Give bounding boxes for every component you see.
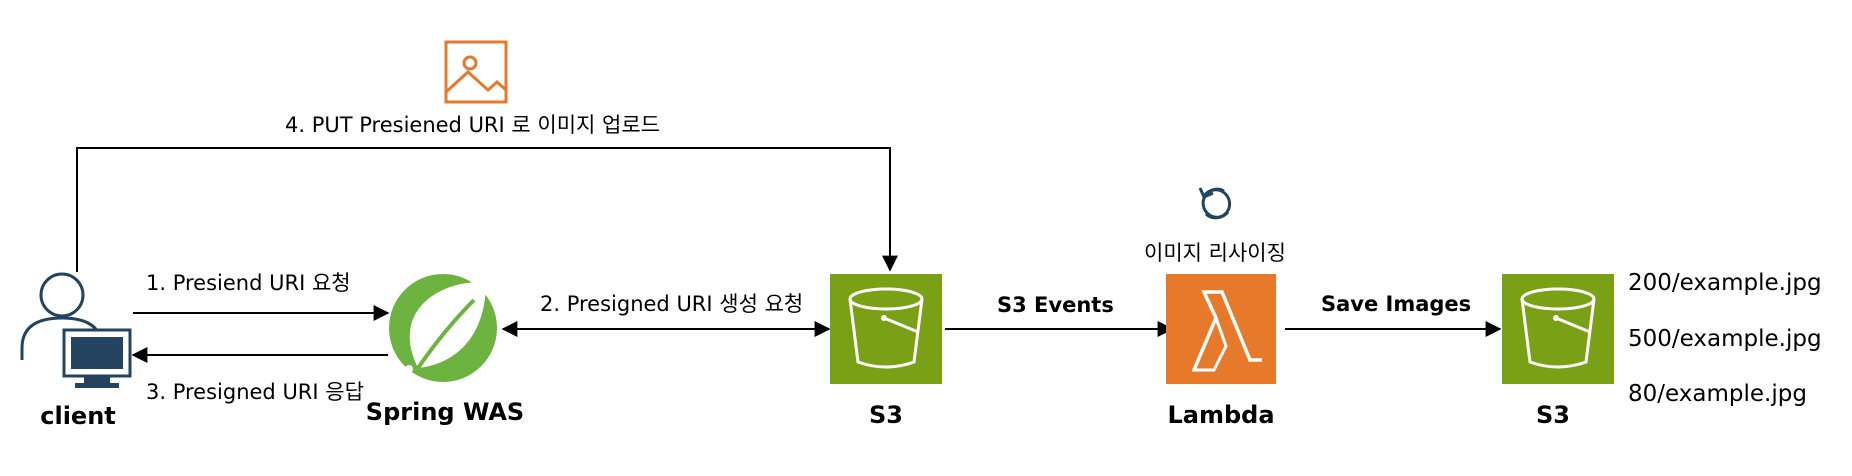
lambda-node: 이미지 리사이징 Lambda	[1144, 187, 1286, 429]
client-label: client	[40, 402, 116, 430]
spring-leaf-icon	[389, 274, 497, 382]
output-file-item: 80/example.jpg	[1628, 381, 1807, 407]
s3-bucket-icon	[1520, 287, 1596, 369]
user-computer-icon	[20, 272, 132, 388]
s3-bucket-icon	[848, 287, 924, 369]
client-node: client	[20, 272, 132, 430]
lambda-icon	[1191, 290, 1262, 372]
s3-dest-node: S3	[1502, 274, 1614, 429]
s3-events-label: S3 Events	[997, 293, 1114, 317]
lambda-caption: 이미지 리사이징	[1144, 241, 1286, 265]
presigned-generate-label: 2. Presigned URI 생성 요청	[540, 292, 803, 316]
s3-dest-label: S3	[1536, 401, 1570, 429]
lambda-label: Lambda	[1167, 401, 1274, 429]
refresh-icon	[1198, 187, 1232, 220]
image-icon	[444, 40, 508, 104]
save-images-label: Save Images	[1321, 292, 1471, 316]
output-file-list: 200/example.jpg 500/example.jpg 80/examp…	[1628, 270, 1822, 407]
edge-put-upload	[76, 147, 898, 272]
s3-source-node: S3	[830, 274, 942, 429]
spring-label: Spring WAS	[366, 398, 524, 426]
put-upload-label: 4. PUT Presiened URI 로 이미지 업로드	[285, 113, 660, 137]
output-file-item: 500/example.jpg	[1628, 326, 1822, 352]
presigned-request-label: 1. Presiend URI 요청	[146, 271, 351, 295]
s3-source-label: S3	[869, 401, 903, 429]
spring-node: Spring WAS	[366, 274, 524, 426]
presigned-response-label: 3. Presigned URI 응답	[146, 380, 364, 404]
output-file-item: 200/example.jpg	[1628, 270, 1822, 296]
